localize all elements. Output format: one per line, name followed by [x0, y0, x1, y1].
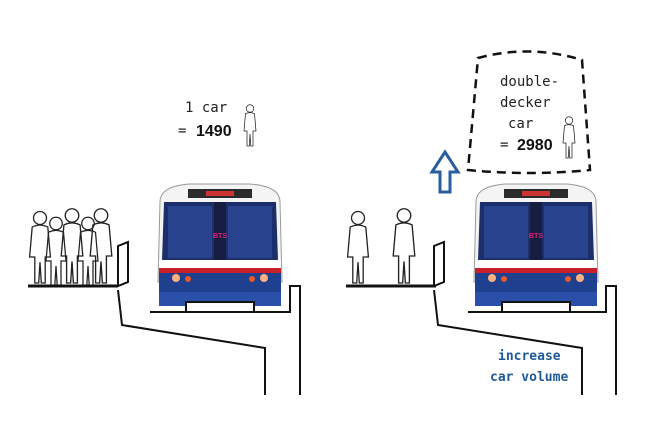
train-right: BTS [473, 183, 599, 313]
waiting-figures [346, 208, 416, 284]
one-car-label: 1 car [185, 100, 227, 116]
platform-edge [117, 240, 129, 288]
right-capacity-value: 2980 [517, 137, 553, 154]
note-line-1: increase [498, 349, 561, 364]
cloud-line-1: double- [500, 74, 559, 90]
bts-logo-right: BTS [529, 233, 543, 240]
bts-logo: BTS [213, 233, 227, 240]
crowd-figures [28, 208, 113, 287]
right-panel: BTS double- decker car = 2980 increase c… [346, 50, 617, 395]
left-equals: = [178, 123, 186, 139]
note-line-2: car volume [490, 370, 568, 385]
cloud-line-2: decker [500, 95, 551, 111]
train-left: BTS [157, 183, 283, 313]
cloud-line-3: car [508, 116, 533, 132]
up-arrow-icon [429, 149, 461, 194]
person-icon-left [243, 104, 257, 147]
right-equals: = [500, 137, 508, 153]
viaduct-outline [117, 289, 266, 395]
left-panel: BTS 1 car = 1490 [28, 100, 301, 395]
platform-edge-right [433, 240, 445, 288]
viaduct-outline-right [433, 289, 583, 395]
left-capacity-value: 1490 [196, 123, 232, 140]
double-decker-cloud [466, 50, 592, 175]
